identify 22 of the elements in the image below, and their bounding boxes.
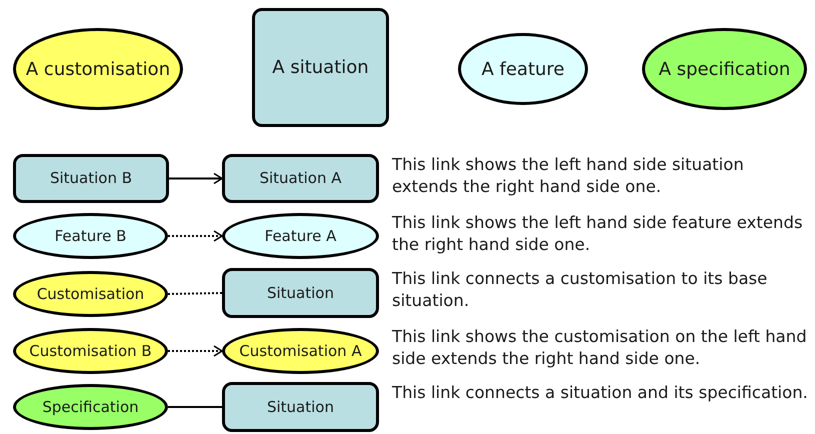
rounded-box-node: Situation: [222, 268, 379, 318]
ellipse-node: A specification: [642, 28, 807, 110]
ellipse-node: Customisation B: [13, 328, 168, 374]
rounded-box-node: Situation: [222, 382, 379, 432]
ellipse-node: Feature A: [222, 213, 379, 259]
ellipse-node: Customisation: [13, 271, 168, 317]
connector-arrow: [169, 172, 223, 184]
rounded-box-node: Situation B: [13, 154, 169, 203]
description-text: This link connects a customisation to its base situation.: [392, 268, 768, 312]
ellipse-node: Specification: [13, 384, 168, 430]
ellipse-node: Customisation A: [222, 328, 379, 374]
ellipse-node: A feature: [458, 33, 588, 105]
connector-arrow: [168, 345, 223, 357]
ellipse-node: A customisation: [13, 28, 183, 110]
description-text: This link shows the left hand side feature extends the right hand side one.: [392, 212, 804, 256]
description-text: This link shows the customisation on the left hand side extends the right hand side one.: [392, 326, 808, 370]
rounded-box-node: Situation A: [222, 154, 379, 203]
description-text: This link connects a situation and its specification.: [392, 382, 809, 404]
ellipse-node: Feature B: [13, 213, 168, 259]
rounded-box-node: A situation: [252, 8, 389, 127]
connector-arrow: [168, 230, 223, 242]
description-text: This link shows the left hand side situation extends the right hand side one.: [392, 154, 745, 198]
